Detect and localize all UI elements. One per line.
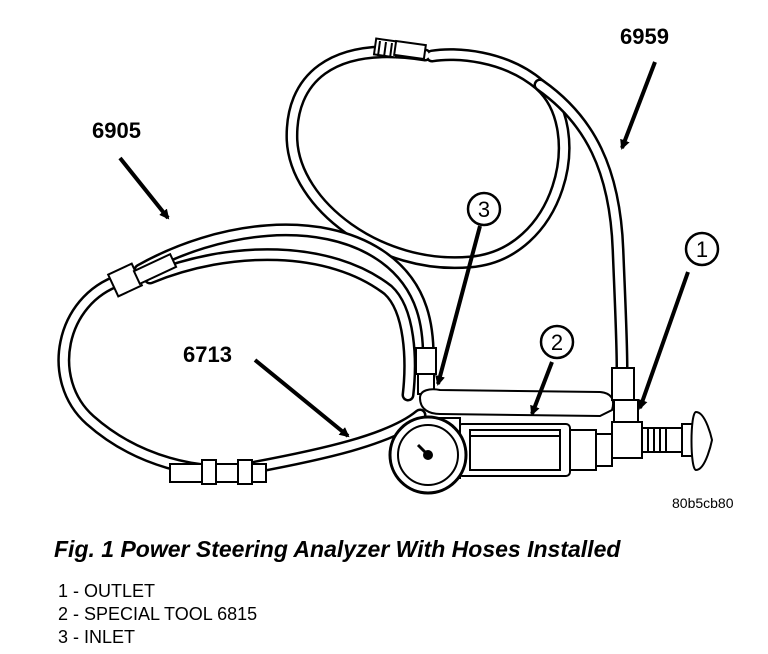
callout-arrows: [118, 61, 690, 438]
legend-item: 3 - INLET: [58, 627, 136, 647]
hose-6959-fitting: [372, 37, 427, 61]
inlet-fitting: [415, 347, 437, 395]
hose-6713: [57, 248, 427, 478]
callout-2-number: 2: [551, 330, 563, 355]
callout-3: 3: [466, 191, 502, 227]
callout-3-number: 3: [478, 197, 490, 222]
hose-6905: [133, 223, 435, 377]
reference-code: 80b5cb80: [672, 495, 734, 511]
callout-1: 1: [684, 231, 720, 267]
legend: 1 - OUTLET 2 - SPECIAL TOOL 6815 3 - INL…: [58, 580, 257, 649]
hose-6713-fitting: [169, 459, 267, 485]
legend-item: 1 - OUTLET: [58, 581, 156, 601]
label-6905: 6905: [92, 118, 141, 143]
figure-caption: Fig. 1 Power Steering Analyzer With Hose…: [54, 536, 621, 562]
analyzer-tool: [388, 367, 714, 495]
callout-1-number: 1: [696, 237, 708, 262]
label-6713: 6713: [183, 342, 232, 367]
hose-6905-fitting: [106, 252, 178, 298]
analyzer-diagram: 1 2 3 6905 6959 6713 80b5cb80: [57, 24, 734, 511]
callout-2: 2: [539, 324, 575, 360]
label-6959: 6959: [620, 24, 669, 49]
legend-item: 2 - SPECIAL TOOL 6815: [58, 604, 258, 624]
hose-6959: [285, 45, 629, 375]
